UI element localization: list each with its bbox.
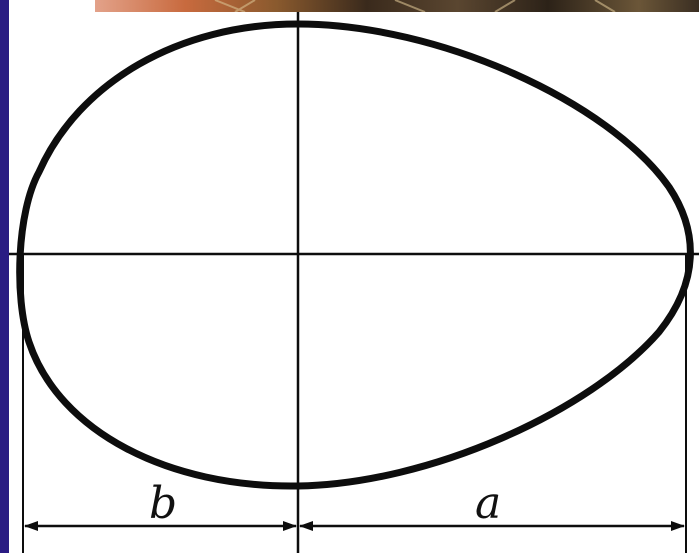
egg-outline — [16, 20, 694, 490]
label-a: a — [475, 478, 501, 529]
left-frame-bar — [0, 0, 9, 553]
label-b: b — [149, 478, 177, 529]
top-photo-strip — [0, 0, 699, 12]
frame-corner — [0, 0, 95, 12]
photo-strip-image — [95, 0, 699, 12]
egg-diagram-svg: b a — [9, 12, 699, 553]
egg-diagram-canvas: b a — [9, 12, 699, 553]
